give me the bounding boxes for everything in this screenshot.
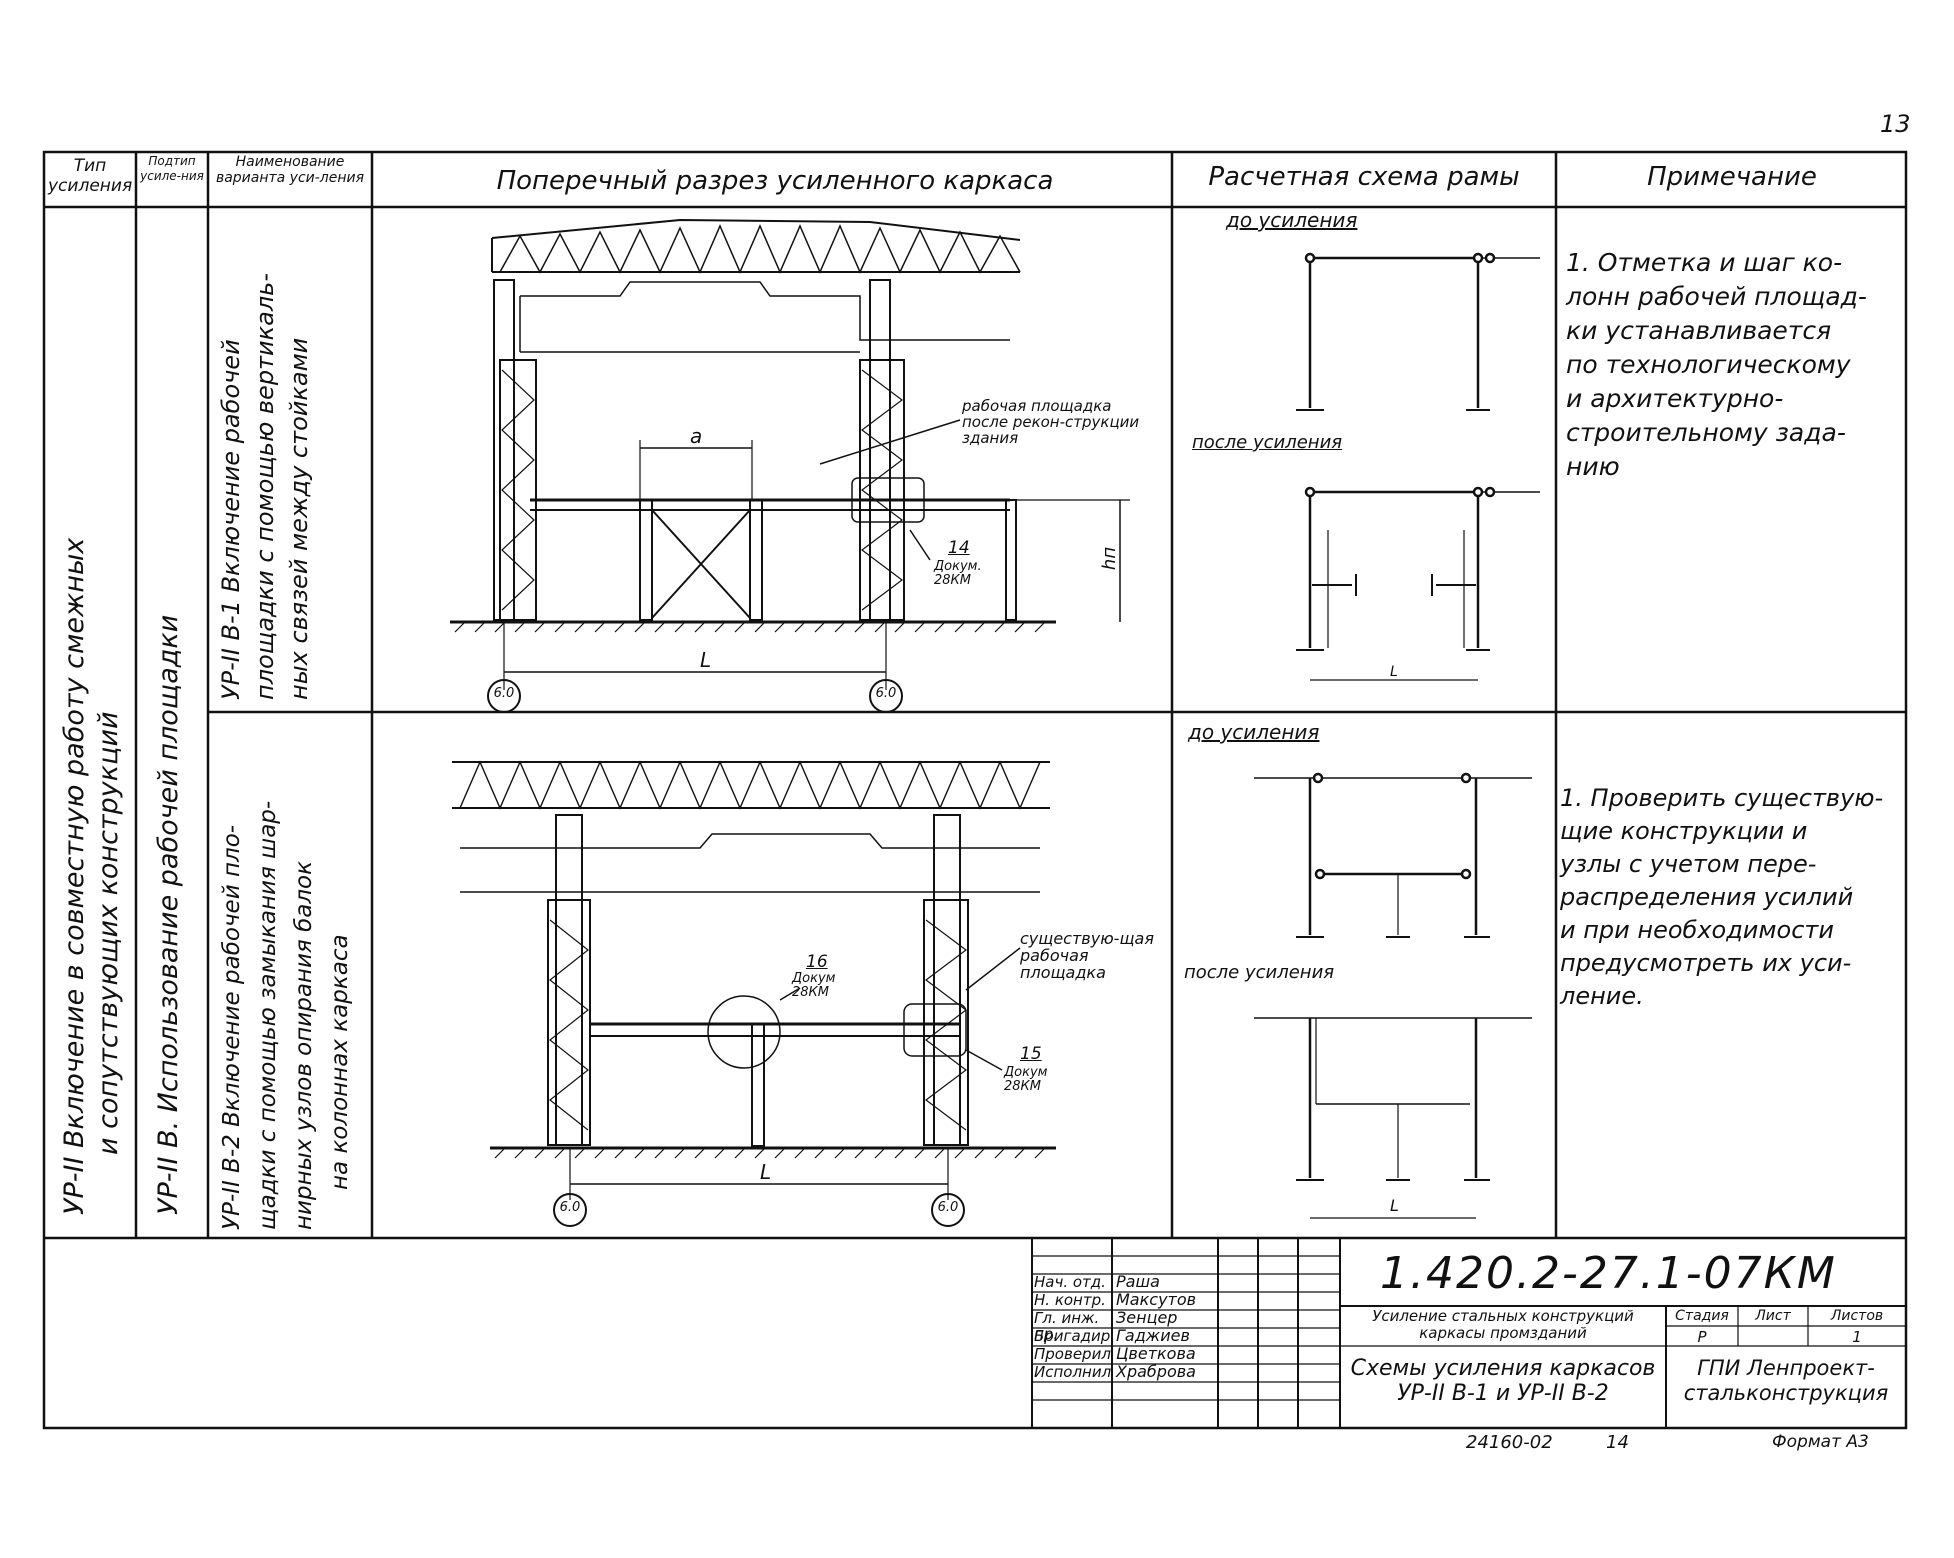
note-2-line: распределения усилий (1560, 883, 1854, 911)
section-2-dim-L: L (760, 1160, 772, 1184)
section-1-axis-left: 6.0 (493, 686, 515, 701)
note-1-line: нию (1566, 452, 1620, 481)
role-label: Нач. отд. (1034, 1273, 1106, 1291)
stage-value: Р (1697, 1328, 1707, 1346)
note-1-line: ки устанавливается (1566, 316, 1832, 345)
section-1-dim-a: a (690, 424, 703, 448)
note-2-line: ление. (1560, 982, 1644, 1010)
note-2-line: 1. Проверить существую- (1560, 784, 1884, 812)
scheme-2-after-label: после усиления (1184, 962, 1335, 983)
person-name: Максутов (1116, 1290, 1197, 1309)
header-col-subtype: Подтип усиле-ния (140, 154, 204, 183)
section-1-dim-h: hп (1099, 546, 1121, 571)
organization-line1: ГПИ Ленпроект- (1697, 1356, 1875, 1380)
note-1-line: по технологическому (1566, 350, 1851, 379)
title-names: Раша Максутов Зенцер Гаджиев Цветкова Хр… (1116, 1274, 1216, 1382)
variant-2-line4: на колоннах каркаса (327, 934, 353, 1190)
type-label-line2: и сопутствующих конструкций (93, 711, 124, 1155)
section-2-node2-ref: Докум 28КМ (1004, 1065, 1048, 1094)
note-1-line: строительному зада- (1566, 418, 1846, 447)
header-col-scheme: Расчетная схема рамы (1208, 162, 1520, 192)
scheme-2-dim: L (1390, 1196, 1399, 1215)
page-number: 13 (1880, 110, 1911, 138)
scheme-1-before-label: до усиления (1226, 208, 1358, 232)
person-name: Гаджиев (1116, 1326, 1190, 1345)
section-1-node-ref: Докум. 28КМ (934, 559, 982, 588)
drawing-title-line2: УР-II В-1 и УР-II В-2 (1397, 1381, 1609, 1406)
variant-1-label: УР-II В-1 Включение рабочей площадки с п… (214, 220, 316, 700)
note-1-line: лонн рабочей площад- (1566, 282, 1867, 311)
section-2-callout: существую-щая рабочая площадка (1020, 929, 1154, 982)
header-col-section: Поперечный разрез усиленного каркаса (496, 166, 1054, 196)
format-label: Формат А3 (1772, 1432, 1869, 1452)
note-2-line: щие конструкции и (1560, 817, 1808, 845)
note-2: 1. Проверить существую- щие конструкции … (1560, 782, 1904, 1013)
scheme-2 (1254, 772, 1532, 1219)
role-label: Гл. инж. пр. (1034, 1309, 1100, 1343)
role-label: Бригадир (1034, 1327, 1111, 1345)
role-label: Проверил (1034, 1345, 1111, 1363)
person-name: Зенцер (1116, 1308, 1178, 1327)
section-2-node1-ref: Докум 28КМ (792, 971, 836, 1000)
section-2-axis-left: 6.0 (559, 1200, 581, 1215)
sheet-label: Лист (1755, 1308, 1791, 1324)
work-title: Усиление стальных конструкций каркасы пр… (1372, 1307, 1634, 1342)
person-name: Храброва (1116, 1362, 1196, 1381)
variant-2-label: УР-II В-2 Включение рабочей пло- щадки с… (214, 720, 358, 1230)
section-2 (452, 760, 1056, 1227)
section-1-dim-L: L (700, 648, 712, 672)
subtype-label: УР-II В. Использование рабочей площадки (153, 614, 184, 1215)
sheets-value: 1 (1852, 1328, 1862, 1346)
person-name: Цветкова (1116, 1344, 1196, 1363)
header-col-type: Тип усиления (48, 156, 133, 196)
scheme-1 (1296, 252, 1540, 681)
section-1-callout: рабочая площадка после рекон-струкции зд… (962, 397, 1140, 447)
section-1-node-num: 14 (948, 538, 970, 558)
header-col-notes: Примечание (1647, 162, 1817, 192)
scheme-1-after-label: после усиления (1192, 432, 1343, 453)
variant-1-line3: ных связей между стойками (285, 337, 313, 700)
section-1-axis-right: 6.0 (875, 686, 897, 701)
note-1-line: 1. Отметка и шаг ко- (1566, 248, 1843, 277)
section-2-axis-right: 6.0 (937, 1200, 959, 1215)
scheme-2-before-label: до усиления (1188, 720, 1320, 744)
section-2-node1-num: 16 (806, 952, 828, 972)
variant-2-line2: щадки с помощью замыкания шар- (255, 800, 281, 1230)
note-2-line: и при необходимости (1560, 916, 1834, 944)
drawing-title-line1: Схемы усиления каркасов (1350, 1356, 1656, 1381)
role-label: Н. контр. (1034, 1291, 1106, 1309)
note-1: 1. Отметка и шаг ко- лонн рабочей площад… (1566, 246, 1902, 484)
table-frame (42, 150, 1908, 1430)
copy-number: 14 (1606, 1432, 1629, 1453)
note-2-line: предусмотреть их уси- (1560, 949, 1852, 977)
section-1 (450, 218, 1130, 713)
scheme-1-dim: L (1390, 664, 1398, 680)
title-block-lines (1031, 1238, 1906, 1428)
type-label-line1: УР-II Включение в совместную работу смеж… (59, 537, 90, 1215)
doc-code: 1.420.2-27.1-07КМ (1380, 1248, 1837, 1299)
stage-label: Стадия (1675, 1308, 1729, 1324)
drawing-title: Схемы усиления каркасов УР-II В-1 и УР-I… (1344, 1356, 1662, 1406)
variant-1-line2: площадки с помощью вертикаль- (251, 273, 279, 700)
sheets-label: Листов (1830, 1308, 1884, 1324)
section-2-node2-num: 15 (1020, 1044, 1042, 1064)
role-label: Исполнил (1034, 1363, 1112, 1381)
type-label: УР-II Включение в совместную работу смеж… (58, 215, 126, 1215)
organization-line2: стальконструкция (1683, 1381, 1889, 1405)
organization: ГПИ Ленпроект- стальконструкция (1668, 1356, 1904, 1406)
inventory-number: 24160-02 (1466, 1432, 1553, 1453)
note-1-line: и архитектурно- (1566, 384, 1784, 413)
title-roles: Нач. отд. Н. контр. Гл. инж. пр. Бригади… (1034, 1273, 1112, 1382)
note-2-line: узлы с учетом пере- (1560, 850, 1817, 878)
person-name: Раша (1116, 1272, 1160, 1291)
variant-2-line1: УР-II В-2 Включение рабочей пло- (219, 824, 245, 1230)
variant-2-line3: нирных узлов опирания балок (291, 860, 317, 1230)
header-col-variant: Наименование варианта уси-ления (215, 154, 365, 186)
variant-1-line1: УР-II В-1 Включение рабочей (217, 339, 245, 700)
